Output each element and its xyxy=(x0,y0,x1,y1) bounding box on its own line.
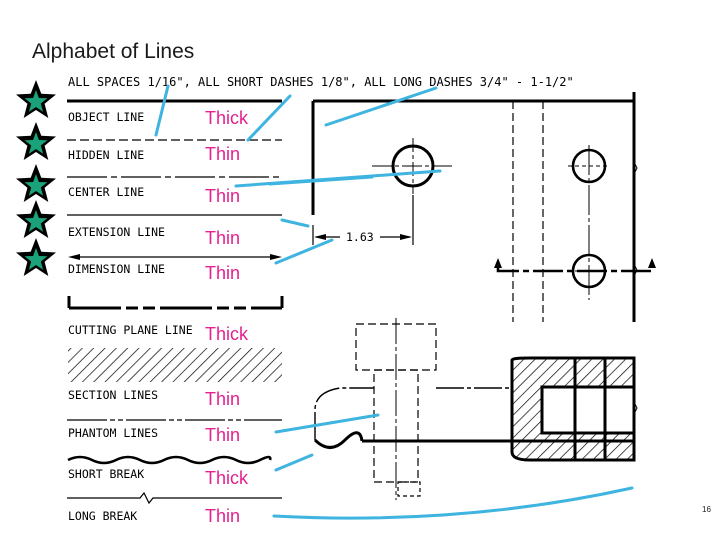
cutting-plane-sample xyxy=(67,296,284,310)
short-break-edge-upper xyxy=(633,161,638,175)
weight-label-hidden: Thin xyxy=(205,144,240,164)
dimension-arrowhead-right xyxy=(270,254,282,260)
dimension-value-bg xyxy=(340,228,380,245)
star-icons xyxy=(16,80,56,276)
callout-arrow-dimension xyxy=(274,238,334,265)
nut-hidden xyxy=(397,481,421,497)
weight-label-dimension: Thin xyxy=(205,263,240,283)
callout-arrows xyxy=(154,84,634,520)
weight-label-extension: Thin xyxy=(205,228,240,248)
line-label-long-break: LONG BREAK xyxy=(68,509,137,523)
callout-arrow-extension xyxy=(280,218,310,228)
short-break-sample xyxy=(67,455,272,465)
line-label-cutting-plane: CUTTING PLANE LINE xyxy=(68,323,193,337)
callout-arrow-section xyxy=(274,413,380,434)
phantom-outline xyxy=(314,387,512,440)
short-break-edge-section xyxy=(633,401,638,415)
line-label-center: CENTER LINE xyxy=(68,185,144,199)
cutting-plane-arrow-left xyxy=(494,258,502,268)
line-label-extension: EXTENSION LINE xyxy=(68,225,165,239)
callout-arrow-short-dashes xyxy=(246,94,292,142)
star-icon xyxy=(16,122,56,160)
section-drawing xyxy=(313,318,638,500)
line-label-phantom: PHANTOM LINES xyxy=(68,426,158,440)
star-icon xyxy=(16,80,56,118)
callout-arrow-long-break xyxy=(272,486,634,520)
object-outline xyxy=(311,92,636,322)
line-weight-labels: Thick Thin Thin Thin Thin Thick Thin Thi… xyxy=(205,108,249,526)
line-label-dimension: DIMENSION LINE xyxy=(68,262,165,276)
line-samples xyxy=(67,99,284,505)
slide-number: 16 xyxy=(702,505,711,514)
weight-label-short-break: Thick xyxy=(205,468,249,488)
section-slot xyxy=(540,385,636,435)
line-type-labels: OBJECT LINE HIDDEN LINE CENTER LINE EXTE… xyxy=(68,110,193,523)
bolt-shank-hidden xyxy=(373,369,419,483)
dimension-arrow-left xyxy=(314,234,326,240)
weight-label-long-break: Thin xyxy=(205,506,240,526)
weight-label-cutting-plane: Thick xyxy=(205,324,249,344)
weight-label-phantom: Thin xyxy=(205,425,240,445)
line-label-hidden: HIDDEN LINE xyxy=(68,148,144,162)
weight-label-section: Thin xyxy=(205,389,240,409)
star-icon xyxy=(16,238,56,276)
callout-arrow-phantom xyxy=(274,453,314,472)
header-note: ALL SPACES 1/16", ALL SHORT DASHES 1/8",… xyxy=(68,75,574,89)
line-label-object: OBJECT LINE xyxy=(68,110,144,124)
callout-arrow-long-dashes xyxy=(324,86,438,127)
part-drawing xyxy=(311,92,656,322)
short-break-section xyxy=(313,431,364,449)
dimension-arrow-right xyxy=(400,234,412,240)
long-break-sample xyxy=(67,491,282,505)
callout-arrow-spaces xyxy=(154,84,170,137)
dimension-value: 1.63 xyxy=(346,230,374,244)
cutting-plane-arrow-right xyxy=(648,258,656,268)
star-icon xyxy=(16,164,56,202)
dimension-arrowhead-left xyxy=(68,254,80,260)
weight-label-object: Thick xyxy=(205,108,249,128)
star-icon xyxy=(16,200,56,238)
slide-title: Alphabet of Lines xyxy=(32,40,195,63)
line-label-section: SECTION LINES xyxy=(68,388,158,402)
callout-arrow-center xyxy=(268,175,374,186)
line-label-short-break: SHORT BREAK xyxy=(68,467,144,481)
weight-label-center: Thin xyxy=(205,186,240,206)
section-lines-sample xyxy=(68,348,282,382)
